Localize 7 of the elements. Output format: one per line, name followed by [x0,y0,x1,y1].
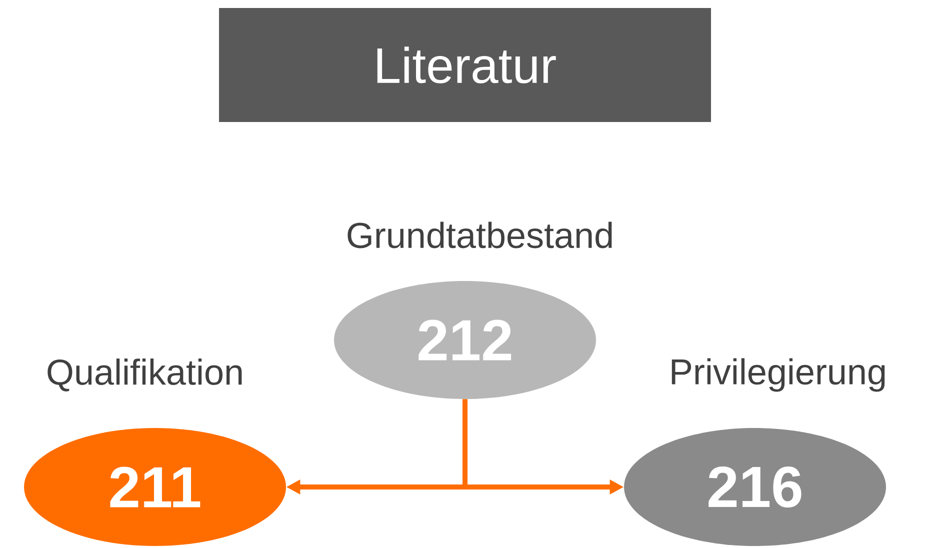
node-heading: Grundtatbestand [348,222,612,248]
ellipse-node: 216 [624,428,886,546]
ellipse-node: 211 [24,428,286,546]
title-box: Literatur [219,8,711,122]
ellipse-node: 212 [334,281,596,399]
node-heading: Privilegierung [672,358,885,392]
node-heading: Qualifikation [48,358,242,392]
